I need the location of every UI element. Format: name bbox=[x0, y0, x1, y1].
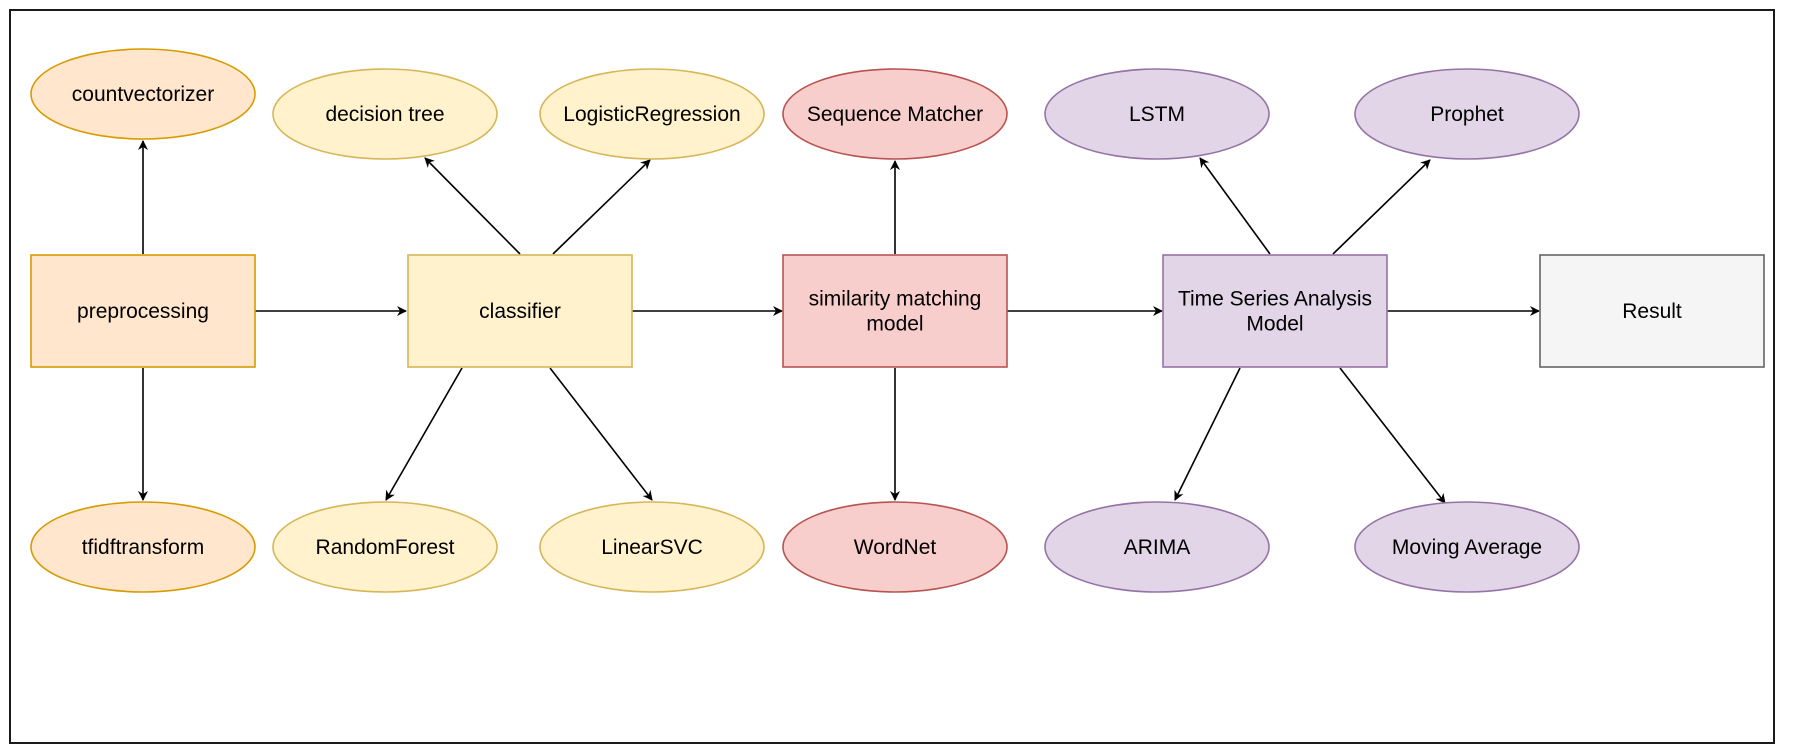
node-linear-svc-ellipse bbox=[539, 501, 765, 593]
node-lstm-label: LSTM bbox=[1129, 103, 1185, 126]
node-prophet: Prophet bbox=[1354, 68, 1580, 160]
node-logistic-regression-ellipse bbox=[539, 68, 765, 160]
node-tfidftransform: tfidftransform bbox=[30, 501, 256, 593]
node-random-forest: RandomForest bbox=[272, 501, 498, 593]
node-linear-svc: LinearSVC bbox=[539, 501, 765, 593]
node-timeseries-label-line: Model bbox=[1246, 313, 1303, 336]
node-arima-ellipse bbox=[1044, 501, 1270, 593]
node-classifier-label: classifier bbox=[479, 300, 561, 323]
node-result: Result bbox=[1539, 254, 1765, 368]
node-timeseries-label-line: Time Series Analysis bbox=[1178, 288, 1372, 311]
node-lstm-ellipse bbox=[1044, 68, 1270, 160]
node-similarity-label-line: model bbox=[866, 313, 923, 336]
edge-timeseries-to-lstm bbox=[1199, 157, 1271, 255]
node-classifier: classifier bbox=[407, 254, 633, 368]
node-sequence-matcher-ellipse bbox=[782, 68, 1008, 160]
node-countvectorizer-ellipse bbox=[30, 48, 256, 140]
node-moving-average-ellipse bbox=[1354, 501, 1580, 593]
node-decision-tree: decision tree bbox=[272, 68, 498, 160]
node-linear-svc-label: LinearSVC bbox=[601, 536, 703, 559]
node-prophet-label: Prophet bbox=[1430, 103, 1504, 126]
edge-timeseries-to-prophet bbox=[1332, 159, 1431, 255]
node-sequence-matcher-label: Sequence Matcher bbox=[807, 103, 983, 126]
node-arima: ARIMA bbox=[1044, 501, 1270, 593]
node-tfidftransform-label: tfidftransform bbox=[82, 536, 205, 559]
node-sequence-matcher: Sequence Matcher bbox=[782, 68, 1008, 160]
node-preprocessing-box bbox=[30, 254, 256, 368]
node-lstm: LSTM bbox=[1044, 68, 1270, 160]
node-moving-average: Moving Average bbox=[1354, 501, 1580, 593]
node-result-box bbox=[1539, 254, 1765, 368]
edge-timeseries-to-moving-average bbox=[1339, 367, 1446, 504]
node-preprocessing-label: preprocessing bbox=[77, 300, 209, 323]
node-logistic-regression: LogisticRegression bbox=[539, 68, 765, 160]
node-result-label: Result bbox=[1622, 300, 1682, 323]
node-moving-average-label: Moving Average bbox=[1392, 536, 1542, 559]
node-countvectorizer: countvectorizer bbox=[30, 48, 256, 140]
node-wordnet: WordNet bbox=[782, 501, 1008, 593]
node-similarity-box bbox=[782, 254, 1008, 368]
node-classifier-box bbox=[407, 254, 633, 368]
edge-classifier-to-logistic-regression bbox=[552, 159, 651, 255]
node-wordnet-label: WordNet bbox=[854, 536, 937, 559]
edge-classifier-to-linear-svc bbox=[549, 367, 653, 501]
node-timeseries-box bbox=[1162, 254, 1388, 368]
node-tfidftransform-ellipse bbox=[30, 501, 256, 593]
node-random-forest-label: RandomForest bbox=[316, 536, 455, 559]
node-wordnet-ellipse bbox=[782, 501, 1008, 593]
node-decision-tree-ellipse bbox=[272, 68, 498, 160]
node-logistic-regression-label: LogisticRegression bbox=[563, 103, 740, 126]
edge-timeseries-to-arima bbox=[1174, 367, 1241, 501]
edge-classifier-to-decision-tree bbox=[424, 157, 521, 255]
node-random-forest-ellipse bbox=[272, 501, 498, 593]
node-decision-tree-label: decision tree bbox=[325, 103, 444, 126]
edges-layer bbox=[138, 140, 1540, 504]
edge-classifier-to-random-forest bbox=[385, 367, 463, 501]
nodes-layer: preprocessing classifier similarity matchi… bbox=[30, 48, 1765, 593]
node-arima-label: ARIMA bbox=[1124, 536, 1191, 559]
node-countvectorizer-label: countvectorizer bbox=[72, 83, 214, 106]
node-preprocessing: preprocessing bbox=[30, 254, 256, 368]
node-prophet-ellipse bbox=[1354, 68, 1580, 160]
node-similarity-label-line: similarity matching bbox=[809, 288, 982, 311]
